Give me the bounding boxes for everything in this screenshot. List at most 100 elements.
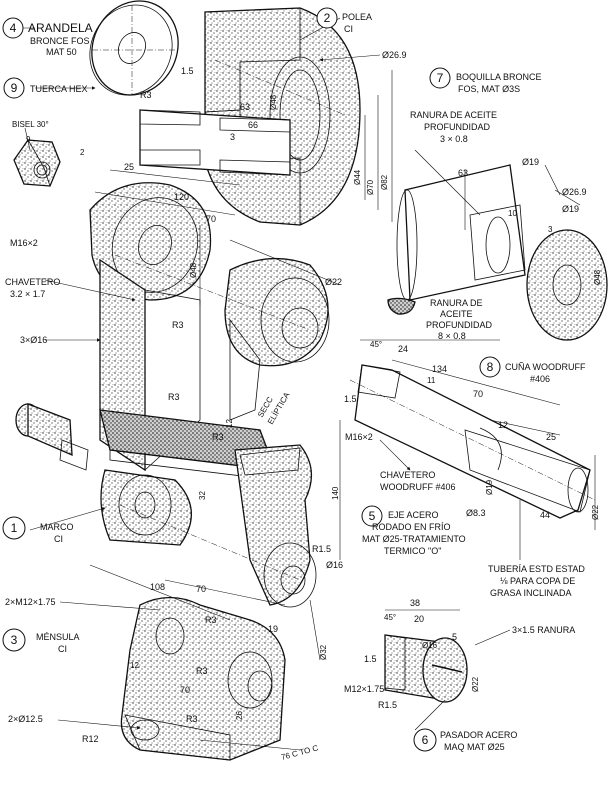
part-number-5: 5 <box>369 509 376 523</box>
dim-r3e: R3 <box>205 615 217 625</box>
note-r15-pin: R1.5 <box>378 700 397 710</box>
frame-pin <box>15 403 89 471</box>
part-5-line2: RODADO EN FRÍO <box>372 522 451 532</box>
note-bisel: BISEL 30° <box>12 120 49 129</box>
dim-dia-22c: Ø22 <box>471 676 480 692</box>
dim-70d: 70 <box>196 584 206 594</box>
dim-2: 2 <box>80 148 85 157</box>
dim-dia-70: Ø70 <box>366 179 375 195</box>
part-2-name: POLEA <box>342 12 372 22</box>
part-5-line4: TERMICO "O" <box>384 546 441 556</box>
bracket-part-3 <box>120 596 286 761</box>
dim-1-5: 1.5 <box>181 66 194 76</box>
part-3-name: MÉNSULA <box>36 632 80 642</box>
dimension-lines <box>5 17 596 751</box>
part-callout-5: 5 <box>361 505 383 527</box>
dim-dia-48: Ø48 <box>269 94 278 110</box>
dim-44b: 44 <box>540 510 550 520</box>
note-keyway-l2: 3.2 × 1.7 <box>10 289 45 299</box>
washer-part-4 <box>89 0 179 96</box>
dim-5: 5 <box>452 632 457 642</box>
part-number-7: 7 <box>437 71 444 85</box>
note-woodruff-keyway-l2: WOODRUFF #406 <box>380 482 456 492</box>
shaft-part-5 <box>349 364 596 519</box>
dim-r3b: R3 <box>172 320 184 330</box>
note-pipe-l3: GRASA INCLINADA <box>490 588 572 598</box>
dim-19d: 19 <box>268 624 278 634</box>
pin-part-6 <box>384 634 468 703</box>
part-number-1: 1 <box>11 521 18 535</box>
note-pipe-l2: ⅛ PARA COPA DE <box>500 576 575 586</box>
dim-9: 9 <box>26 135 31 144</box>
note-keyway-l1: CHAVETERO <box>5 277 60 287</box>
dim-r3c: R3 <box>168 392 180 402</box>
note-oil-groove2-l4: 8 × 0.8 <box>438 331 466 341</box>
pulley-hub-section <box>139 109 291 176</box>
dim-38: 38 <box>410 598 420 608</box>
part-5-line3: MAT Ø25-TRATAMIENTO <box>362 534 466 544</box>
dim-r3: R3 <box>140 90 152 100</box>
part-number-6: 6 <box>422 733 429 747</box>
dim-45deg-b: 45° <box>384 613 396 622</box>
dim-12c: 12 <box>130 661 139 670</box>
dim-70c: 70 <box>473 389 483 399</box>
dim-dia-16: Ø16 <box>326 560 343 570</box>
woodruff-key-part-8 <box>387 297 416 315</box>
note-m16-shaft: M16×2 <box>345 432 373 442</box>
dim-dia-48c: Ø48 <box>593 269 602 285</box>
dim-63b: 63 <box>458 168 468 178</box>
part-1-material: CI <box>54 534 63 544</box>
part-number-3: 3 <box>11 633 18 647</box>
note-holes-3x16: 3×Ø16 <box>20 335 47 345</box>
dim-dia-44: Ø44 <box>353 169 362 185</box>
note-groove-3x15: 3×1.5 RANURA <box>512 625 575 635</box>
note-holes-2x12: 2×Ø12.5 <box>8 714 43 724</box>
note-pipe-l1: TUBERÍA ESTD ESTAD <box>488 564 585 574</box>
dim-dia-16b: Ø16 <box>422 641 438 650</box>
part-callout-7: 7 <box>429 67 451 89</box>
part-callout-1: 1 <box>2 516 26 540</box>
hex-nut-part-9 <box>13 139 61 188</box>
note-m16-nut: M16×2 <box>10 238 38 248</box>
part-1-name: MARCO <box>40 522 74 532</box>
dim-dia-22b: Ø22 <box>591 504 600 520</box>
dim-134: 134 <box>432 364 447 374</box>
dim-dia-26-9b: Ø26.9 <box>562 187 587 197</box>
dim-3b: 3 <box>548 225 553 234</box>
dim-dia-19b: Ø19 <box>562 204 579 214</box>
part-callout-9: 9 <box>3 77 25 99</box>
dim-dia-82: Ø82 <box>380 174 389 190</box>
part-7-name: BOQUILLA BRONCE <box>456 72 542 82</box>
dim-10: 10 <box>508 209 517 218</box>
dim-12b: 12 <box>225 419 234 428</box>
dim-r1-5: R1.5 <box>312 544 331 554</box>
part-number-9: 9 <box>11 81 18 95</box>
note-oil-groove-l3: 3 × 0.8 <box>440 134 468 144</box>
part-callout-6: 6 <box>413 728 437 752</box>
dim-32: 32 <box>198 491 207 500</box>
dim-108: 108 <box>150 582 165 592</box>
note-oil-groove-l1: RANURA DE ACEITE <box>410 110 497 120</box>
dim-26: 26 <box>235 711 244 720</box>
dim-12: 12 <box>498 420 508 430</box>
part-7-material: FOS, MAT Ø3S <box>458 84 520 94</box>
dim-1-5c: 1.5 <box>364 654 377 664</box>
dim-r3g: R3 <box>186 714 198 724</box>
dim-70: 70 <box>206 214 216 224</box>
dim-25: 25 <box>124 162 134 172</box>
dim-dia-19c: Ø19 <box>485 479 494 495</box>
part-4-name: ARANDELA <box>28 21 93 35</box>
dim-63: 63 <box>240 102 250 112</box>
dim-dia-32b: Ø32 <box>319 644 328 660</box>
part-4-material-line1: BRONCE FOS <box>30 36 90 46</box>
note-woodruff-keyway-l1: CHAVETERO <box>380 470 435 480</box>
part-callout-8: 8 <box>479 356 501 378</box>
part-2-material: CI <box>344 24 353 34</box>
part-number-4: 4 <box>10 21 17 35</box>
dim-dia-22: Ø22 <box>325 277 342 287</box>
part-4-material-line2: MAT 50 <box>46 47 77 57</box>
dimension-values: 1.5 Ø26.9 Ø48 63 66 3 R3 Ø44 Ø70 Ø82 9 2… <box>26 50 602 744</box>
part-3-material: CI <box>58 644 67 654</box>
note-oil-groove-l2: PROFUNDIDAD <box>424 122 491 132</box>
